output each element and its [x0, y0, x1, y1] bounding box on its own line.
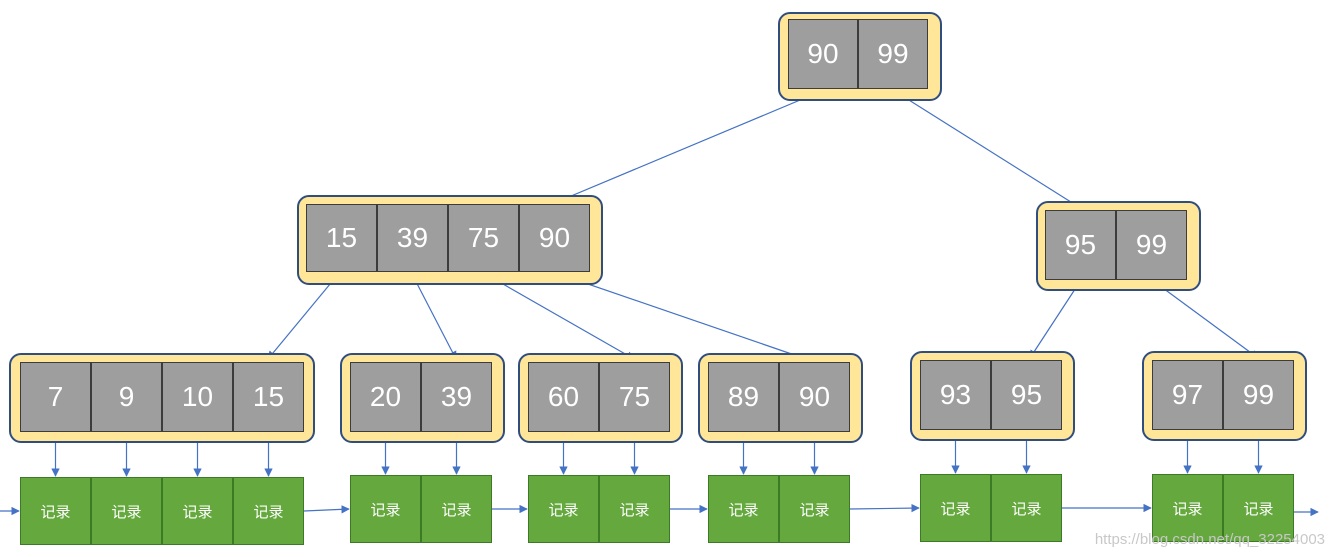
edge-internal-to-leaf: [267, 271, 341, 360]
record-cell: 记录: [350, 475, 421, 543]
key-cell: 15: [306, 204, 377, 272]
record-cell: 记录: [1152, 474, 1223, 542]
record-cell: 记录: [920, 474, 991, 542]
record-cell: 记录: [20, 477, 91, 545]
record-cell: 记录: [421, 475, 492, 543]
record-cell: 记录: [1223, 474, 1294, 542]
key-cell: 39: [421, 362, 492, 432]
record-cell: 记录: [162, 477, 233, 545]
key-cell: 95: [1045, 210, 1116, 280]
key-cell: 20: [350, 362, 421, 432]
key-cell: 39: [377, 204, 448, 272]
record-cell: 记录: [599, 475, 670, 543]
key-cell: 93: [920, 360, 991, 430]
key-cell: 99: [1116, 210, 1187, 280]
key-cell: 75: [599, 362, 670, 432]
edge-root-to-internal: [551, 89, 825, 205]
leaf-chain-arrow: [849, 503, 920, 513]
record-cell: 记录: [91, 477, 162, 545]
key-cell: 99: [1223, 360, 1294, 430]
key-cell: 99: [858, 19, 928, 89]
edge-root-to-internal: [892, 89, 1083, 210]
key-cell: 90: [779, 362, 850, 432]
key-cell: 9: [91, 362, 162, 432]
key-cell: 89: [708, 362, 779, 432]
leaf-chain-arrow: [303, 505, 350, 514]
key-cell: 90: [519, 204, 590, 272]
key-cell: 97: [1152, 360, 1223, 430]
record-cell: 记录: [233, 477, 304, 545]
key-cell: 95: [991, 360, 1062, 430]
key-cell: 60: [528, 362, 599, 432]
key-cell: 75: [448, 204, 519, 272]
edge-internal-to-leaf: [1151, 279, 1259, 359]
record-cell: 记录: [708, 475, 779, 543]
record-cell: 记录: [528, 475, 599, 543]
edge-internal-to-leaf: [552, 271, 813, 363]
watermark-text: https://blog.csdn.net/qq_32254003: [1094, 531, 1325, 548]
edge-internal-to-leaf: [1029, 279, 1082, 359]
edge-internal-to-leaf: [481, 271, 635, 360]
edge-internal-to-leaf: [410, 271, 457, 360]
key-cell: 10: [162, 362, 233, 432]
key-cell: 90: [788, 19, 858, 89]
record-cell: 记录: [991, 474, 1062, 542]
key-cell: 15: [233, 362, 304, 432]
record-cell: 记录: [779, 475, 850, 543]
key-cell: 7: [20, 362, 91, 432]
